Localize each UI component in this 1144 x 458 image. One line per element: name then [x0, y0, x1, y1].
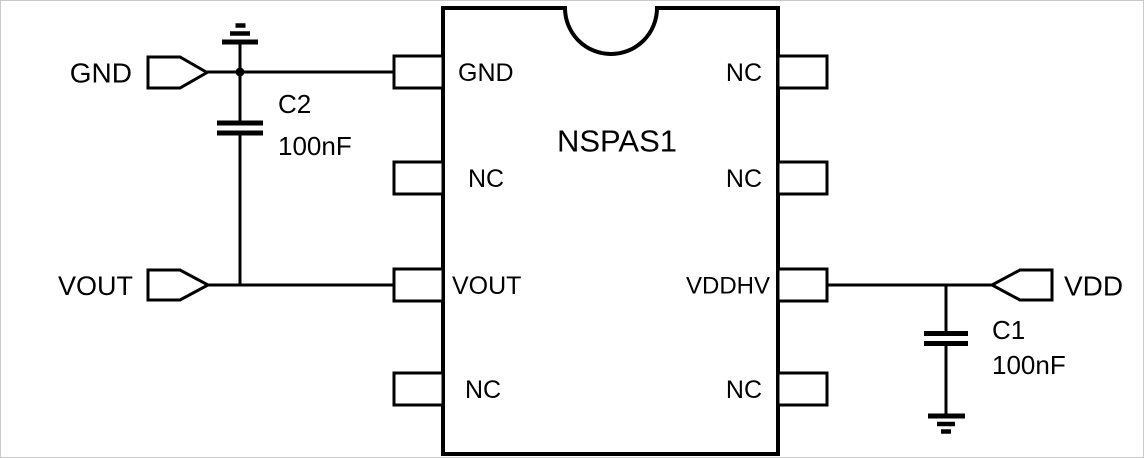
- pin-label-nc-r4: NC: [726, 376, 762, 404]
- pin-box-right-nc1: [776, 54, 829, 90]
- pin-label-nc-l2: NC: [468, 165, 504, 193]
- port-vout-label: VOUT: [58, 271, 133, 301]
- pin-label-vddhv: VDDHV: [686, 273, 770, 300]
- capacitor-c2-ref: C2: [278, 89, 311, 119]
- pin-label-nc-r1: NC: [726, 59, 762, 87]
- port-vdd-flag-icon: [988, 268, 1054, 302]
- pin-label-nc-r2: NC: [726, 165, 762, 193]
- port-vdd-label: VDD: [1064, 271, 1123, 302]
- pin-box-right-nc4: [776, 371, 829, 407]
- port-gnd-label: GND: [70, 58, 132, 89]
- port-gnd-flag-icon: [146, 55, 211, 90]
- wires: [206, 43, 993, 417]
- port-vout-flag-icon: [146, 268, 212, 302]
- earth-ground-up-icon: [222, 23, 258, 45]
- capacitor-c1-ref: C1: [992, 315, 1025, 345]
- pin-box-left-nc2: [392, 160, 445, 196]
- pin-box-left-nc4: [392, 371, 445, 407]
- earth-ground-down-icon: [928, 413, 965, 434]
- capacitor-c1-value: 100nF: [992, 350, 1066, 380]
- ic-part-name: NSPAS1: [557, 124, 677, 159]
- pin-box-right-vddhv: [776, 267, 829, 303]
- capacitor-c1-icon: [924, 331, 968, 346]
- pin-label-nc-l4: NC: [465, 376, 501, 404]
- capacitor-c2-icon: [217, 120, 263, 136]
- pin-box-right-nc2: [776, 160, 829, 196]
- junction-dot: [235, 67, 245, 77]
- capacitor-c2-value: 100nF: [278, 131, 352, 161]
- pin-label-vout: VOUT: [452, 272, 521, 300]
- pin-box-left-vout: [392, 267, 445, 303]
- pin-label-gnd: GND: [458, 59, 514, 87]
- pin-box-left-gnd: [392, 54, 445, 90]
- ic-body: [441, 6, 780, 456]
